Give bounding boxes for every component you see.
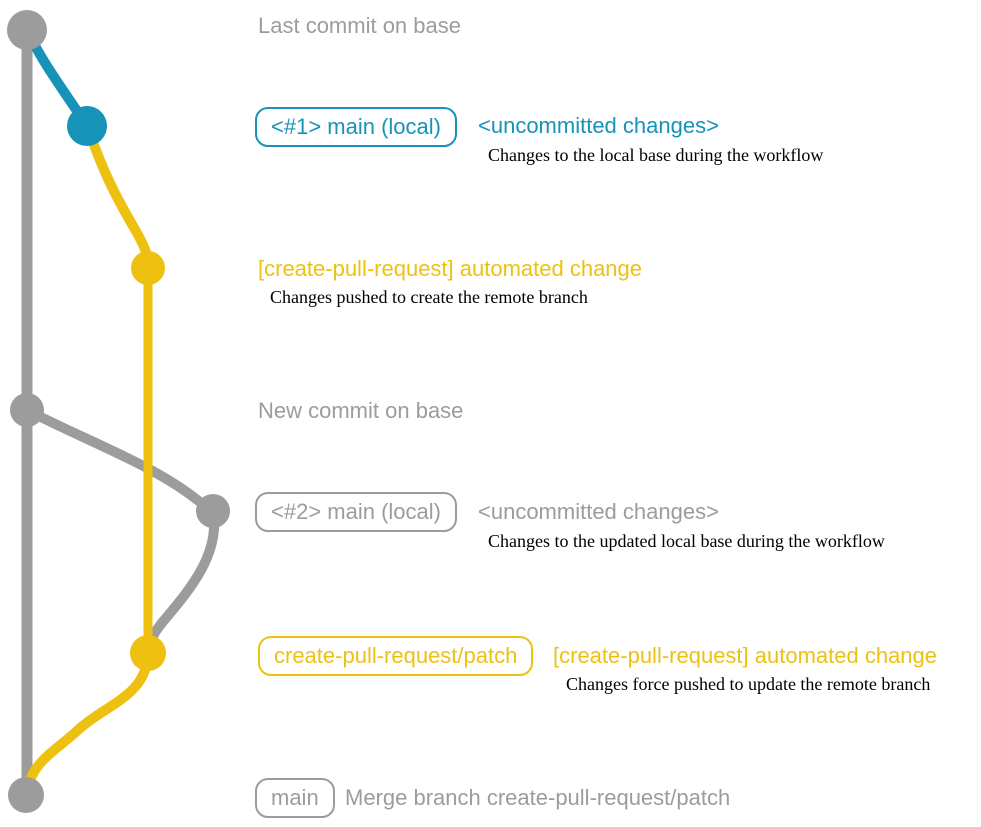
commit-node-merge	[8, 777, 44, 813]
patch-branch-create-line	[82, 121, 153, 273]
commit-node-local-main1	[67, 106, 107, 146]
step2-description: Changes pushed to create the remote bran…	[270, 287, 588, 307]
branch-tag-patch: create-pull-request/patch	[258, 636, 534, 676]
automated-change-commit-label-2: [create-pull-request] automated change	[553, 643, 938, 668]
uncommitted-changes-status-1: <uncommitted changes>	[478, 113, 719, 138]
patch-merge-line	[21, 648, 153, 800]
uncommitted-changes-status-2: <uncommitted changes>	[478, 499, 719, 524]
commit-node-last-base	[7, 10, 47, 50]
local-main2-branch-out-line	[22, 405, 218, 516]
commit-node-patch1	[131, 251, 165, 285]
branch-tag-main: main	[255, 778, 335, 818]
merge-commit-message: Merge branch create-pull-request/patch	[345, 785, 731, 810]
commit-node-new-base	[10, 393, 44, 427]
step3-description: Changes to the updated local base during…	[488, 531, 885, 551]
automated-change-commit-label-1: [create-pull-request] automated change	[258, 256, 643, 281]
local-main2-branch-in-line	[143, 506, 220, 658]
step4-description: Changes force pushed to update the remot…	[566, 674, 931, 694]
step1-description: Changes to the local base during the wor…	[488, 145, 824, 165]
commit-node-local-main2	[196, 494, 230, 528]
last-commit-label: Last commit on base	[258, 13, 461, 38]
branch-tag-main-local-2: <#2> main (local)	[255, 492, 457, 532]
branch-tag-main-local-1: <#1> main (local)	[255, 107, 457, 147]
new-commit-label: New commit on base	[258, 398, 464, 423]
commit-node-patch2	[130, 635, 166, 671]
